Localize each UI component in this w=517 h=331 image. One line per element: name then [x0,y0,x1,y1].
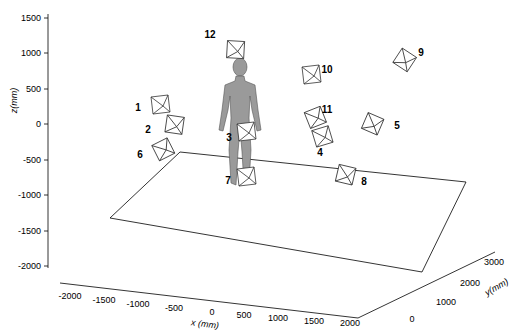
callout-number: 2 [145,125,151,135]
tick-label: 1000 [436,298,456,307]
axes [44,14,495,318]
tick-label: 1000 [21,49,41,58]
callout-number: 11 [322,105,333,115]
axis-title: z(mm) [10,87,19,113]
tick-label: -2000 [18,262,41,271]
tick-label: 500 [236,311,251,320]
tick-label: -1500 [18,227,41,236]
tick-label: -1500 [92,296,115,305]
tick-label: -500 [23,156,41,165]
tick-label: 1500 [21,14,41,23]
tick-label: 0 [409,315,414,324]
tick-label: 3000 [484,258,504,267]
camera-frustums [151,39,418,187]
tick-label: 2000 [340,319,360,328]
tick-label: -500 [165,304,183,313]
callout-number: 3 [226,133,232,143]
axis-title: y(mm) [484,277,511,298]
floor-plane [110,152,466,272]
tick-label: 500 [26,85,41,94]
callout-number: 9 [418,48,424,58]
callout-number: 4 [317,148,323,158]
tick-label: 1000 [268,314,288,323]
callout-number: 6 [137,150,143,160]
tick-label: -2000 [58,292,81,301]
axis-title: x (mm) [191,318,220,330]
callout-number: 10 [321,65,332,75]
callout-number: 7 [225,176,231,186]
tick-label: -1000 [126,300,149,309]
tick-label: 0 [209,308,214,317]
tick-label: 2000 [460,279,480,288]
callout-number: 8 [361,177,367,187]
callout-number: 5 [394,121,400,131]
tick-label: -1000 [18,191,41,200]
callout-number: 1 [135,103,141,113]
tick-label: 1500 [304,317,324,326]
callout-number: 12 [204,30,215,40]
human-figure [219,58,261,185]
tick-label: 0 [36,120,41,129]
